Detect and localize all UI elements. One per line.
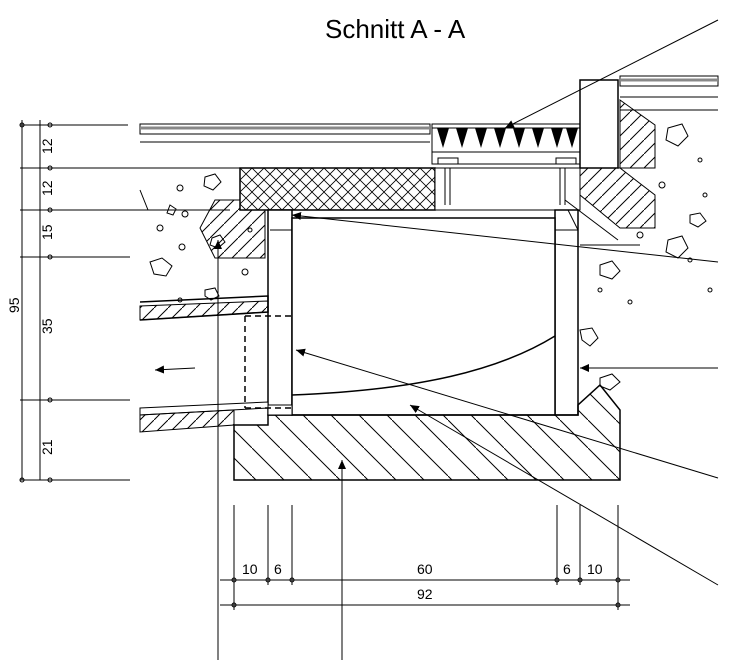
- road-surface: [139, 123, 431, 169]
- dimension-segment: 6: [274, 561, 282, 577]
- dimension-segment: 35: [39, 318, 55, 334]
- dimension-total-width: 92: [417, 586, 433, 602]
- dimension-segment: 6: [563, 561, 571, 577]
- horizontal-dimension-chain: 10 6 60 6 10 92: [220, 505, 630, 610]
- leader-lines: [214, 19, 719, 660]
- dimension-total-height: 95: [6, 297, 22, 313]
- dimension-segment: 15: [39, 224, 55, 240]
- dimension-segment: 10: [242, 561, 258, 577]
- frame-ring: [239, 167, 581, 211]
- dimension-segment: 60: [417, 561, 433, 577]
- pavement-right: [619, 75, 719, 111]
- dimension-segment: 12: [39, 180, 55, 196]
- dimension-segment: 21: [39, 439, 55, 455]
- inlet-pipe: [139, 295, 292, 433]
- grate: [431, 123, 581, 165]
- curb-stone: [579, 79, 656, 229]
- dimension-segment: 12: [39, 138, 55, 154]
- soil-right: [579, 123, 713, 391]
- drawing-title: Schnitt A - A: [325, 14, 466, 44]
- dimension-segment: 10: [587, 561, 603, 577]
- shaft-body: [267, 209, 579, 416]
- vertical-dimension-chain: 95 12 12 15 35 21: [6, 120, 230, 483]
